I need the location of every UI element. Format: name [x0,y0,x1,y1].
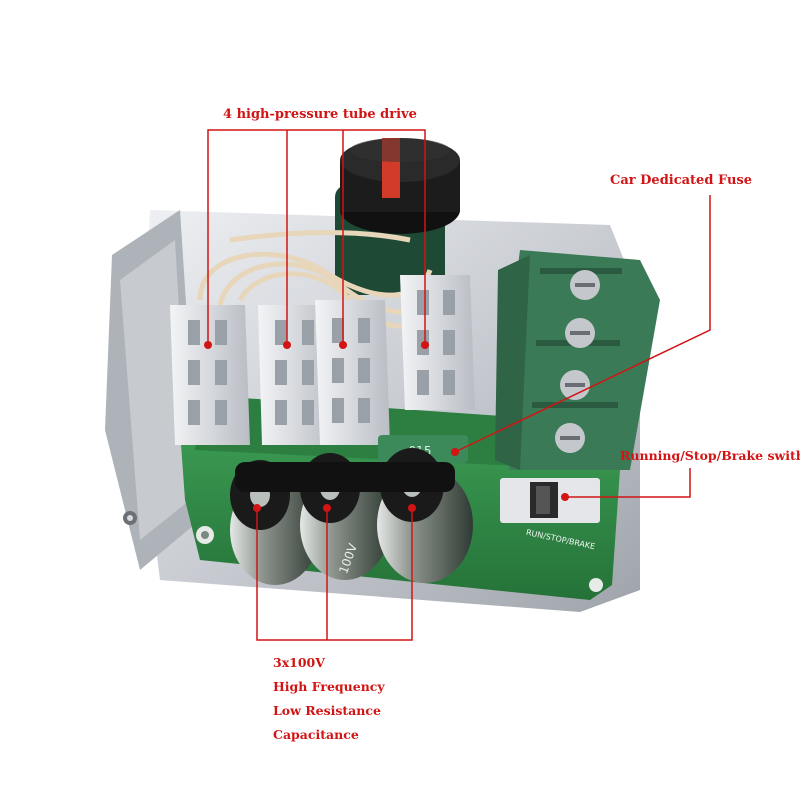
screw-terminal-block [495,250,660,470]
capacitor-annotation-line: 3x100V [273,655,325,670]
switch-annotation: Running/Stop/Brake swith [620,448,800,463]
heatsink-2 [258,305,335,445]
foam-strip [235,462,455,492]
heatsink-icon [170,275,475,445]
capacitor-annotation-line: Capacitance [273,727,359,742]
heatsink-4 [400,275,475,410]
capacitor-annotation-line: Low Resistance [273,703,381,718]
screw-terminal-icon [555,270,600,453]
capacitor-icon: 100V [230,448,473,585]
heatsink-1 [170,305,250,445]
heatsink-3 [315,300,390,445]
fuse-annotation: Car Dedicated Fuse [610,173,752,188]
capacitor-annotation: 3x100V High Frequency Low Resistance Cap… [273,651,385,747]
potentiometer-knob-icon [335,138,460,295]
callout-dots [204,341,569,512]
tube-drive-annotation: 4 high-pressure tube drive [223,107,417,122]
capacitor-annotation-line: High Frequency [273,679,385,694]
callout-lines [207,129,711,641]
